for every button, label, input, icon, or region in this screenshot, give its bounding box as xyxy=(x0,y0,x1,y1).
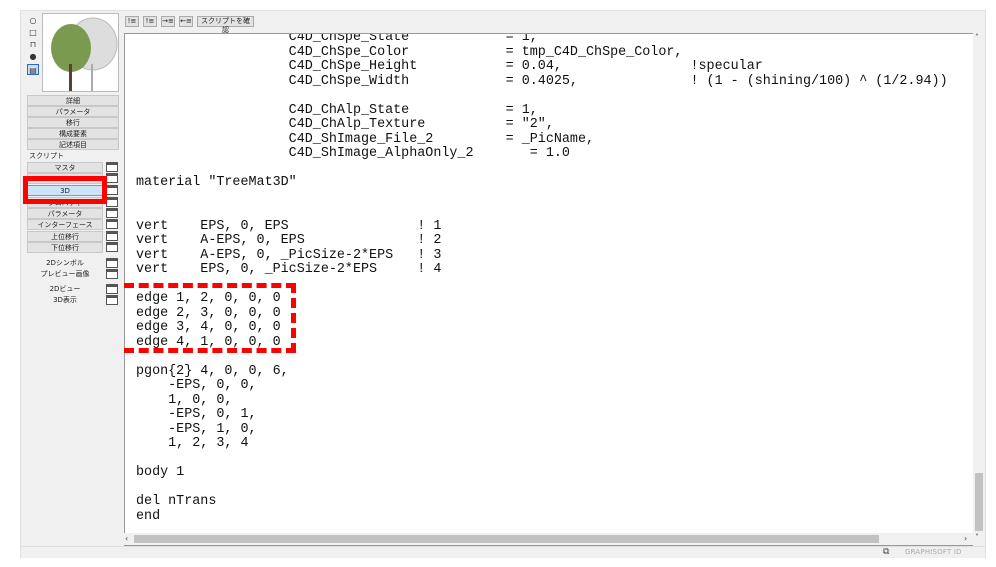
window-icon[interactable] xyxy=(106,231,118,241)
status-bar: ⧉ GRAPHISOFT ID xyxy=(21,546,985,558)
code-line: material "TreeMat3D" xyxy=(136,175,297,190)
code-line: -EPS, 0, 1, xyxy=(136,407,257,422)
code-text: C4D_ChSpe_State = 1, C4D_ChSpe_Color = t… xyxy=(136,33,948,524)
highlight-box-edges xyxy=(124,283,296,353)
code-editor[interactable]: C4D_ChSpe_State = 1, C4D_ChSpe_Color = t… xyxy=(124,33,984,546)
code-line: vert EPS, 0, EPS ! 1 xyxy=(136,218,442,234)
check-script-button[interactable]: スクリプトを確認 xyxy=(197,16,254,34)
scroll-thumb[interactable] xyxy=(975,473,983,531)
code-line: C4D_ChAlp_Texture = "2", xyxy=(136,117,554,132)
code-line: C4D_ChSpe_State = 1, xyxy=(136,33,538,45)
windows-icon[interactable]: ⧉ xyxy=(883,547,890,557)
graphisoft-id[interactable]: GRAPHISOFT ID xyxy=(905,548,962,556)
code-line xyxy=(136,89,948,104)
preview-picture[interactable]: プレビュー画像 xyxy=(40,270,90,278)
scroll-up-icon[interactable]: ˄ xyxy=(975,33,979,42)
window-icon[interactable] xyxy=(106,208,118,218)
code-line xyxy=(136,205,948,220)
code-line: C4D_ChAlp_State = 1, xyxy=(136,102,538,118)
window-icon[interactable] xyxy=(106,219,118,229)
code-line: edge 1, 2, 0, 0, 0 xyxy=(136,291,281,306)
indent-icon[interactable]: →≡ xyxy=(161,16,175,27)
preview-image xyxy=(42,13,119,92)
comment-icon[interactable]: !≡ xyxy=(125,16,139,27)
2d-symbol[interactable]: 2Dシンボル xyxy=(46,259,84,267)
script-interface[interactable]: インターフェース xyxy=(27,219,103,230)
3d-view[interactable]: 3D表示 xyxy=(53,296,77,304)
vertical-scrollbar[interactable]: ˄ ˅ xyxy=(973,33,985,546)
code-line: pgon{2} 4, 0, 0, 6, xyxy=(136,363,289,379)
window-icon[interactable] xyxy=(106,269,118,279)
cube-icon[interactable]: ● xyxy=(29,52,37,61)
code-line: -EPS, 0, 0, xyxy=(136,378,257,393)
window-icon[interactable] xyxy=(106,185,118,195)
tree-icon xyxy=(51,17,118,91)
window-icon[interactable] xyxy=(106,162,118,172)
outdent-icon[interactable]: ←≡ xyxy=(179,16,193,27)
scroll-left-icon[interactable]: ‹ xyxy=(125,534,129,543)
code-line: edge 3, 4, 0, 0, 0 xyxy=(136,320,281,335)
nav-descriptors[interactable]: 記述項目 xyxy=(27,139,119,150)
script-parameters[interactable]: パラメータ xyxy=(27,208,103,219)
code-line: del nTrans xyxy=(136,494,217,509)
window-icon[interactable] xyxy=(106,295,118,305)
code-line: 1, 2, 3, 4 xyxy=(136,436,249,451)
code-line xyxy=(136,162,948,177)
window-icon[interactable] xyxy=(106,242,118,252)
uncomment-icon[interactable]: !≡ xyxy=(143,16,157,27)
2d-view[interactable]: 2Dビュー xyxy=(49,285,81,293)
code-line: vert A-EPS, 0, _PicSize-2*EPS ! 3 xyxy=(136,247,442,263)
code-line: edge 4, 1, 0, 0, 0 xyxy=(136,334,281,350)
code-line: C4D_ShImage_AlphaOnly_2 = 1.0 xyxy=(136,146,570,161)
code-line: C4D_ChSpe_Width = 0.4025, ! (1 - (shinin… xyxy=(136,73,948,89)
scroll-thumb[interactable] xyxy=(134,535,879,543)
code-line: C4D_ShImage_File_2 = _PicName, xyxy=(136,131,595,147)
highlight-box-3d xyxy=(23,176,107,204)
script-label: スクリプト xyxy=(29,152,64,160)
nav-components[interactable]: 構成要素 xyxy=(27,128,119,139)
code-line: edge 2, 3, 0, 0, 0 xyxy=(136,305,281,321)
nav-parameters[interactable]: パラメータ xyxy=(27,106,119,117)
code-line: 1, 0, 0, xyxy=(136,392,233,408)
scroll-right-icon[interactable]: › xyxy=(964,534,968,543)
window-icon[interactable] xyxy=(106,173,118,183)
nav-details[interactable]: 詳細 xyxy=(27,95,119,106)
script-master[interactable]: マスタ xyxy=(27,162,103,173)
code-line: vert A-EPS, 0, EPS ! 2 xyxy=(136,233,442,248)
code-line xyxy=(136,481,948,496)
code-line: C4D_ChSpe_Color = tmp_C4D_ChSpe_Color, xyxy=(136,44,683,60)
nav-migration[interactable]: 移行 xyxy=(27,117,119,128)
code-line xyxy=(136,452,948,467)
code-line: end xyxy=(136,508,161,524)
circle-icon[interactable]: ○ xyxy=(29,16,37,25)
code-line: vert EPS, 0, _PicSize-2*EPS ! 4 xyxy=(136,262,442,277)
scroll-down-icon[interactable]: ˅ xyxy=(975,533,979,542)
window-icon[interactable] xyxy=(106,284,118,294)
script-forward-migration[interactable]: 上位移行 xyxy=(27,231,103,242)
code-line: -EPS, 1, 0, xyxy=(136,421,257,437)
window-icon[interactable] xyxy=(106,197,118,207)
horizontal-scrollbar[interactable]: ‹ › xyxy=(124,533,973,545)
window-icon[interactable] xyxy=(106,258,118,268)
code-line: C4D_ChSpe_Height = 0.04, !specular xyxy=(136,59,763,74)
gdl-object-editor: ○ □ ⊓ ● ▤ 詳細 パラメータ 移行 構成要素 記述項目 スクリプト マス… xyxy=(20,10,986,558)
section-icon[interactable]: ▤ xyxy=(27,64,39,75)
square-icon[interactable]: □ xyxy=(29,28,37,37)
code-line xyxy=(136,191,948,206)
plan-icon[interactable]: ⊓ xyxy=(29,40,37,49)
code-line: body 1 xyxy=(136,465,185,480)
script-backward-migration[interactable]: 下位移行 xyxy=(27,242,103,253)
